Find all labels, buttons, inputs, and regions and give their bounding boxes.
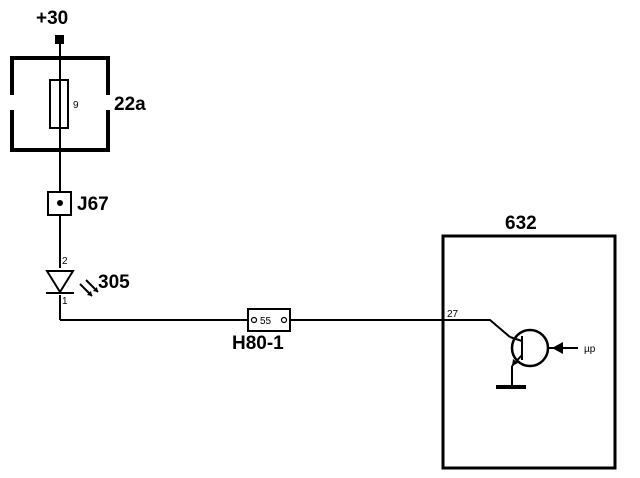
module-632-box [441,234,617,470]
fuse-box-label: 22a [114,94,146,115]
splice-pin-right [280,316,288,324]
connector-pin [57,200,63,206]
module-label: 632 [505,213,537,234]
signal-arrow-icon [552,342,563,354]
splice-value: 55 [260,316,272,327]
signal-wire [60,319,511,338]
supply-label: +30 [36,8,68,29]
led-305 [45,270,99,297]
led-pin-top: 2 [62,256,68,267]
splice-label: H80-1 [232,333,284,354]
module-pin-number: 27 [447,309,459,320]
module-signal-label: µp [584,344,596,355]
splice-pin-left [250,316,258,324]
splice-h80-1 [247,308,291,332]
connector-label: J67 [77,194,109,215]
supply-terminal [55,35,64,44]
led-pin-bottom: 1 [62,296,68,307]
led-label: 305 [98,272,130,293]
transistor [496,328,558,389]
fuse-pin-number: 9 [73,100,79,111]
